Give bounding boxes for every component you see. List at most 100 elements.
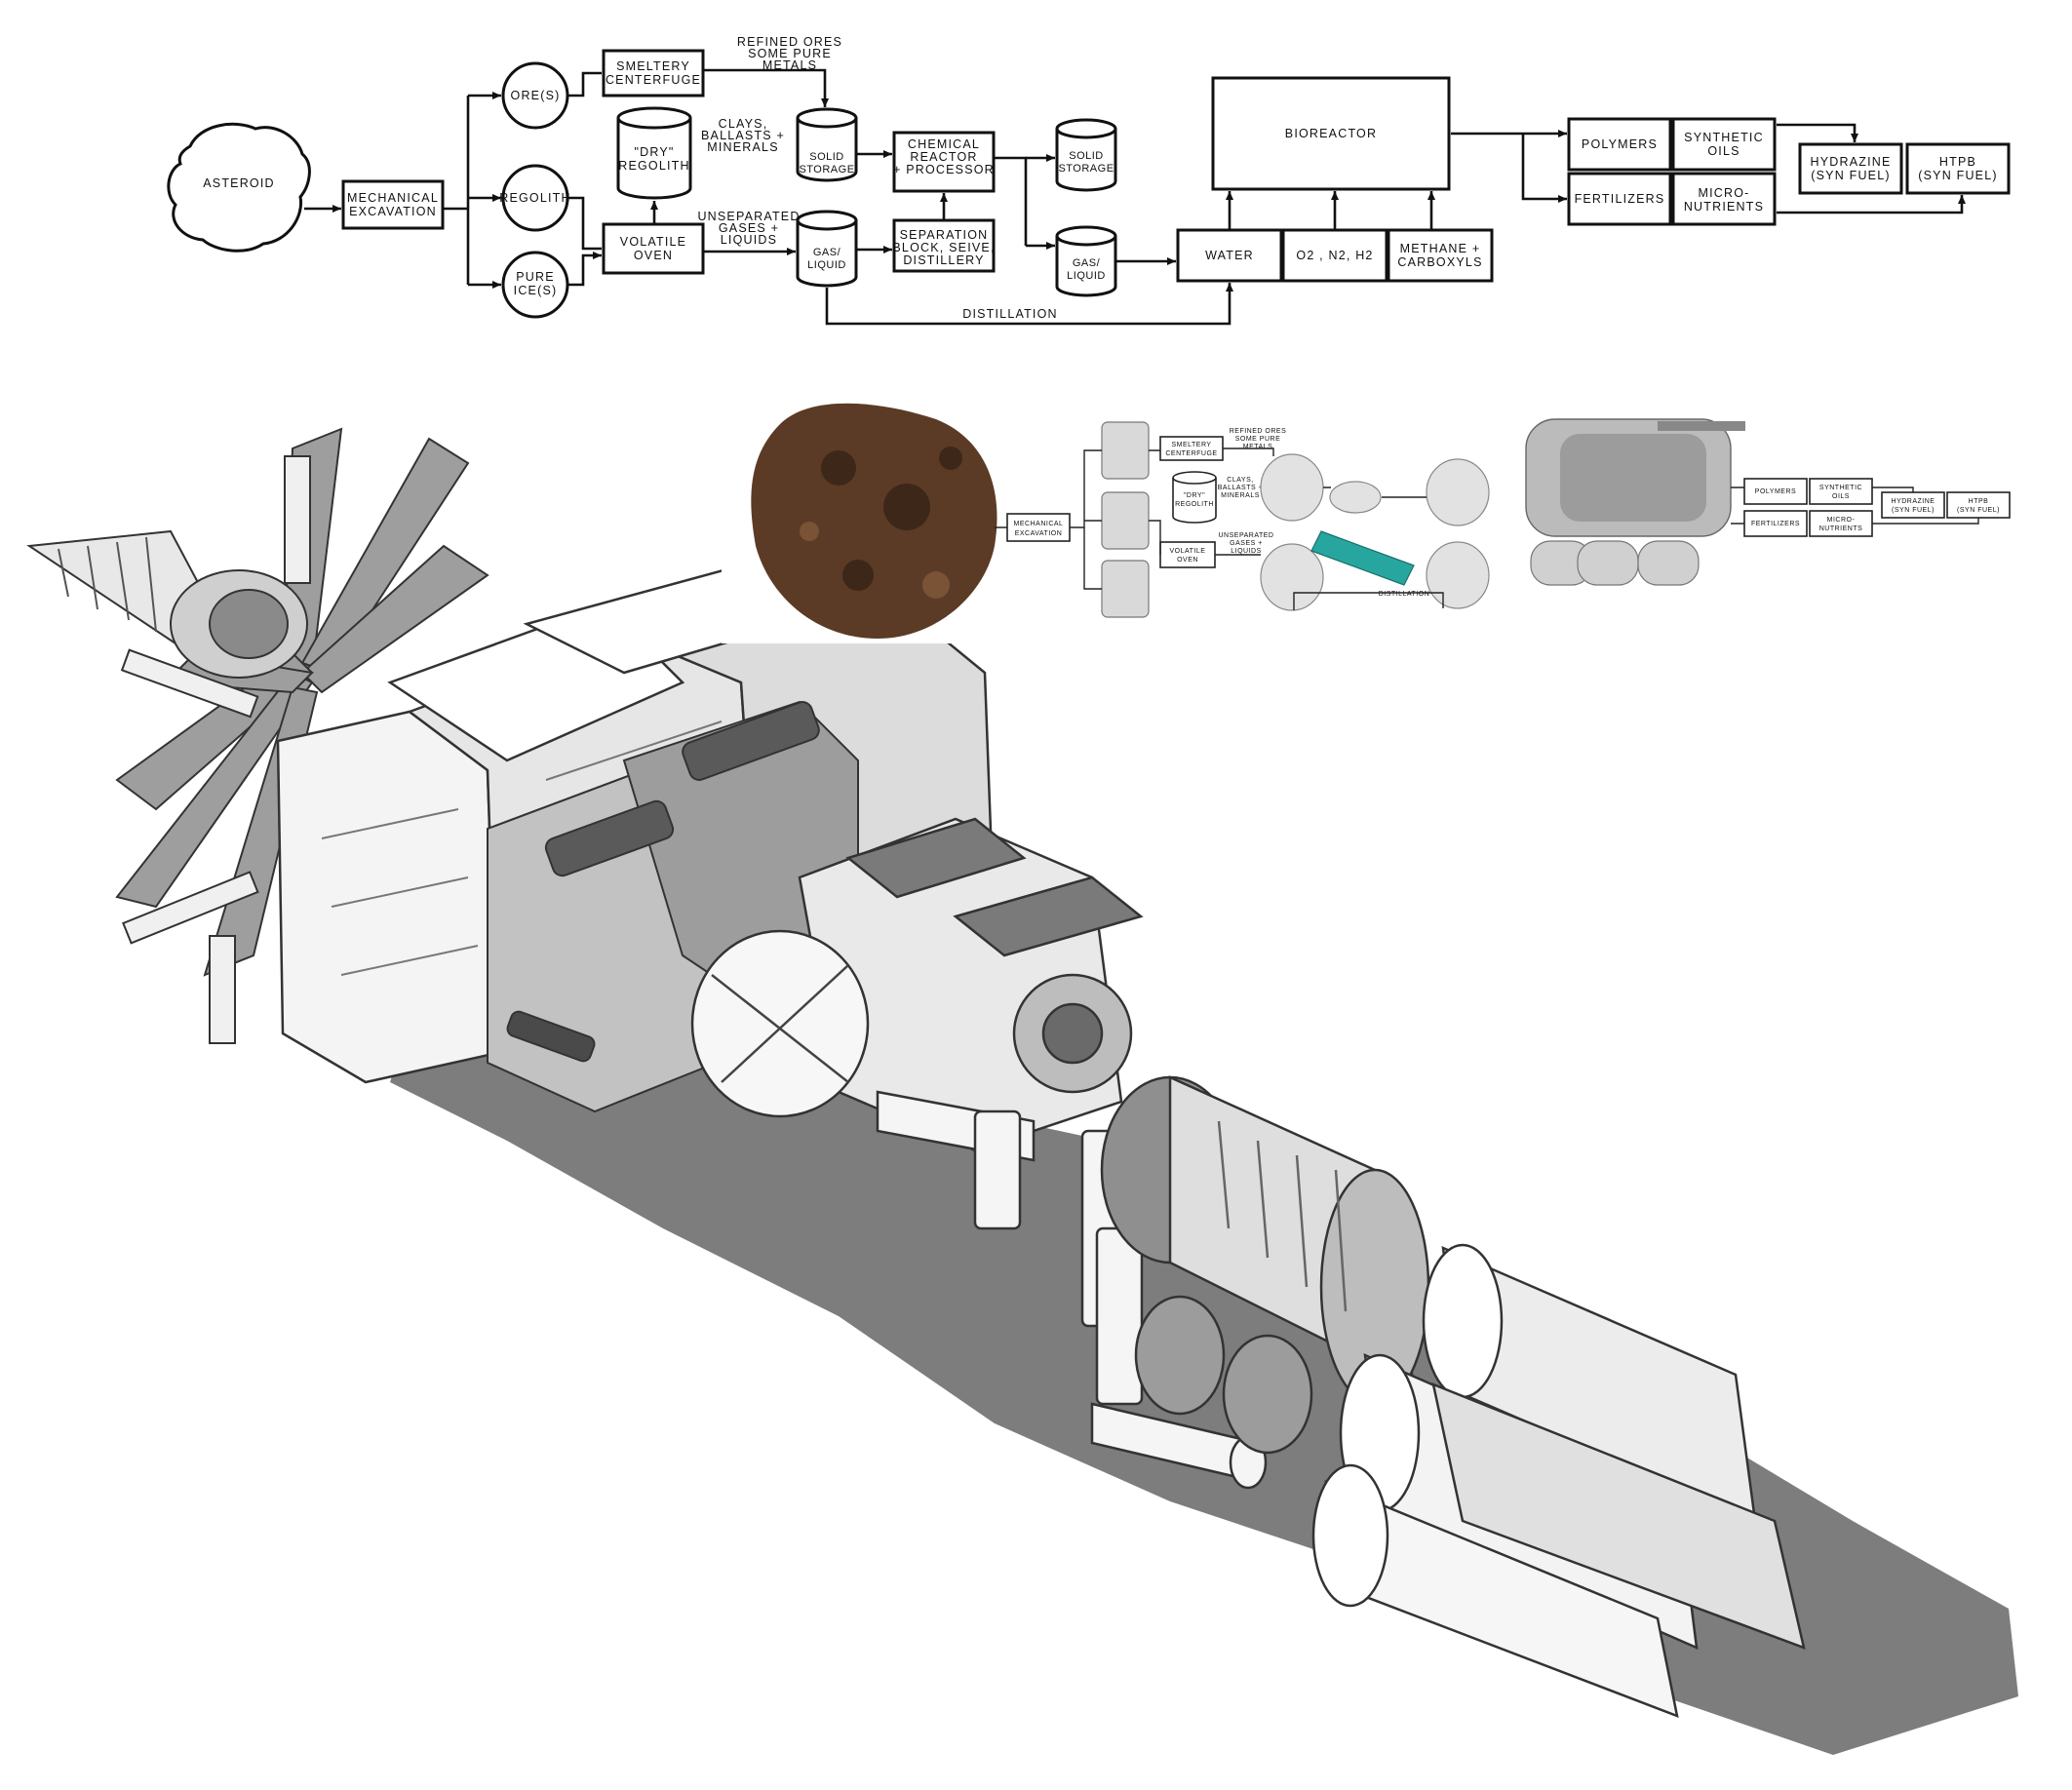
gas-liquid-label-1b: LIQUID xyxy=(807,259,846,271)
process-flowchart: ASTEROID MECHANICAL EXCAVATION ORE(S) RE… xyxy=(167,35,2011,326)
solid-storage-node-2: SOLID STORAGE xyxy=(1055,118,1117,192)
pure-ices-node: PURE ICE(S) xyxy=(501,251,569,319)
micro-nutrients-label-1: MICRO- xyxy=(1698,186,1749,200)
fertilizers-label: FERTILIZERS xyxy=(1575,192,1665,206)
mini-synthetic-oils: SYNTHETIC OILS xyxy=(1809,478,1873,505)
methane-label-1: METHANE + xyxy=(1400,242,1481,255)
asteroid-image xyxy=(751,403,997,639)
svg-text:HTPB: HTPB xyxy=(1969,498,1989,505)
svg-text:UNSEPARATED: UNSEPARATED xyxy=(697,210,800,223)
micro-nutrients-label-2: NUTRIENTS xyxy=(1684,200,1764,214)
water-label: WATER xyxy=(1205,249,1254,262)
mini-smeltery: SMELTERY CENTERFUGE xyxy=(1159,436,1224,461)
asteroid-node: ASTEROID xyxy=(167,122,311,253)
polymers-node: POLYMERS xyxy=(1567,117,1672,172)
svg-text:CLAYS,: CLAYS, xyxy=(719,117,768,131)
svg-text:REGOLITH: REGOLITH xyxy=(1175,501,1214,508)
unseparated-edge-label: UNSEPARATED GASES + LIQUIDS xyxy=(697,210,800,247)
mini-micro-nutrients: MICRO- NUTRIENTS xyxy=(1809,510,1873,537)
flow-connectors xyxy=(304,68,1966,326)
bioreactor-node: BIOREACTOR xyxy=(1211,76,1451,191)
chemical-reactor-label-1: CHEMICAL xyxy=(908,137,980,151)
smeltery-label-1: SMELTERY xyxy=(616,59,690,73)
svg-text:CENTERFUGE: CENTERFUGE xyxy=(1165,450,1217,457)
ores-node: ORE(S) xyxy=(501,61,569,130)
hydrazine-label-2: (SYN FUEL) xyxy=(1811,169,1890,182)
svg-text:MECHANICAL: MECHANICAL xyxy=(1014,521,1064,527)
separation-node: SEPARATION BLOCK, SEIVE, DISTILLERY xyxy=(892,218,996,273)
pure-ices-label-1: PURE xyxy=(516,270,555,284)
separation-label-2: BLOCK, SEIVE, xyxy=(892,241,995,254)
svg-text:SMELTERY: SMELTERY xyxy=(1171,442,1211,448)
mini-polymers: POLYMERS xyxy=(1743,478,1808,505)
solid-storage-label-1b: STORAGE xyxy=(799,164,854,175)
separation-label-1: SEPARATION xyxy=(900,228,989,242)
svg-text:FERTILIZERS: FERTILIZERS xyxy=(1751,521,1800,527)
separation-label-3: DISTILLERY xyxy=(903,253,984,267)
svg-text:BALLASTS +: BALLASTS + xyxy=(1218,485,1263,491)
svg-text:SOME PURE: SOME PURE xyxy=(748,47,832,60)
solid-storage-label-2a: SOLID xyxy=(1069,150,1104,162)
distillation-edge-label: DISTILLATION xyxy=(962,307,1058,321)
bioreactor-label: BIOREACTOR xyxy=(1285,127,1377,140)
dry-regolith-label-2: REGOLITH xyxy=(618,159,690,173)
mini-unseparated-label: UNSEPARATED GASES + LIQUIDS xyxy=(1219,532,1274,555)
chemical-reactor-label-2: REACTOR xyxy=(910,150,977,164)
chemical-reactor-node: CHEMICAL REACTOR + PROCESSOR xyxy=(892,131,996,193)
svg-text:METALS: METALS xyxy=(1243,444,1273,450)
svg-text:BALLASTS +: BALLASTS + xyxy=(701,129,785,142)
mini-volatile-oven: VOLATILE OVEN xyxy=(1159,541,1216,568)
htpb-node: HTPB (SYN FUEL) xyxy=(1905,142,2011,195)
chemical-reactor-label-3: + PROCESSOR xyxy=(893,163,995,176)
mechanical-excavation-label-1: MECHANICAL xyxy=(347,191,439,205)
svg-text:REFINED ORES: REFINED ORES xyxy=(737,35,842,49)
mechanical-excavation-label-2: EXCAVATION xyxy=(349,205,437,218)
mechanical-excavation-node: MECHANICAL EXCAVATION xyxy=(341,179,445,230)
polymers-label: POLYMERS xyxy=(1582,137,1658,151)
pure-ices-label-2: ICE(S) xyxy=(514,284,558,297)
hydrazine-node: HYDRAZINE (SYN FUEL) xyxy=(1798,142,1903,195)
mini-clays-label: CLAYS, BALLASTS + MINERALS xyxy=(1218,477,1263,499)
svg-text:NUTRIENTS: NUTRIENTS xyxy=(1819,525,1863,532)
svg-text:CLAYS,: CLAYS, xyxy=(1227,477,1253,484)
fertilizers-node: FERTILIZERS xyxy=(1567,172,1672,226)
volatile-oven-label-2: OVEN xyxy=(634,249,673,262)
gas-liquid-label-2a: GAS/ xyxy=(1073,257,1101,269)
svg-text:OVEN: OVEN xyxy=(1177,557,1198,564)
svg-text:LIQUIDS: LIQUIDS xyxy=(721,233,777,247)
dry-regolith-node: "DRY" REGOLITH xyxy=(616,106,692,200)
svg-text:EXCAVATION: EXCAVATION xyxy=(1015,530,1063,537)
synthetic-oils-label-1: SYNTHETIC xyxy=(1684,131,1764,144)
mini-bioreactor-photo xyxy=(1525,418,1745,537)
mini-hydrazine: HYDRAZINE (SYN FUEL) xyxy=(1881,491,1945,519)
svg-text:METALS: METALS xyxy=(762,58,817,72)
asteroid-label: ASTEROID xyxy=(203,176,275,190)
solid-storage-node-1: SOLID STORAGE xyxy=(796,107,858,182)
ores-label: ORE(S) xyxy=(511,89,561,102)
svg-text:MINERALS: MINERALS xyxy=(1221,492,1260,499)
svg-text:SOME PURE: SOME PURE xyxy=(1235,436,1281,443)
svg-text:GASES +: GASES + xyxy=(1230,540,1263,547)
volatile-oven-node: VOLATILE OVEN xyxy=(602,222,705,275)
gas-liquid-node-1: GAS/ LIQUID xyxy=(796,210,858,288)
mini-distillation-label: DISTILLATION xyxy=(1379,591,1430,598)
clays-edge-label: CLAYS, BALLASTS + MINERALS xyxy=(701,117,785,154)
regolith-label: REGOLITH xyxy=(499,191,571,205)
htpb-label-1: HTPB xyxy=(1939,155,1976,169)
hydrazine-label-1: HYDRAZINE xyxy=(1810,155,1891,169)
svg-text:MICRO-: MICRO- xyxy=(1827,517,1856,524)
svg-text:UNSEPARATED: UNSEPARATED xyxy=(1219,532,1274,539)
svg-text:GASES +: GASES + xyxy=(719,221,779,235)
solid-storage-label-1a: SOLID xyxy=(809,151,844,163)
htpb-label-2: (SYN FUEL) xyxy=(1918,169,1997,182)
synthetic-oils-label-2: OILS xyxy=(1707,144,1740,158)
gas-liquid-label-2b: LIQUID xyxy=(1067,270,1106,282)
methane-label-2: CARBOXYLS xyxy=(1397,255,1482,269)
water-node: WATER xyxy=(1176,228,1283,283)
o2-n2-h2-label: O2 , N2, H2 xyxy=(1296,249,1373,262)
svg-text:LIQUIDS: LIQUIDS xyxy=(1231,548,1262,555)
mini-htpb: HTPB (SYN FUEL) xyxy=(1946,491,2011,519)
mini-dry-regolith: "DRY" REGOLITH xyxy=(1172,471,1217,524)
volatile-oven-label-1: VOLATILE xyxy=(620,235,686,249)
